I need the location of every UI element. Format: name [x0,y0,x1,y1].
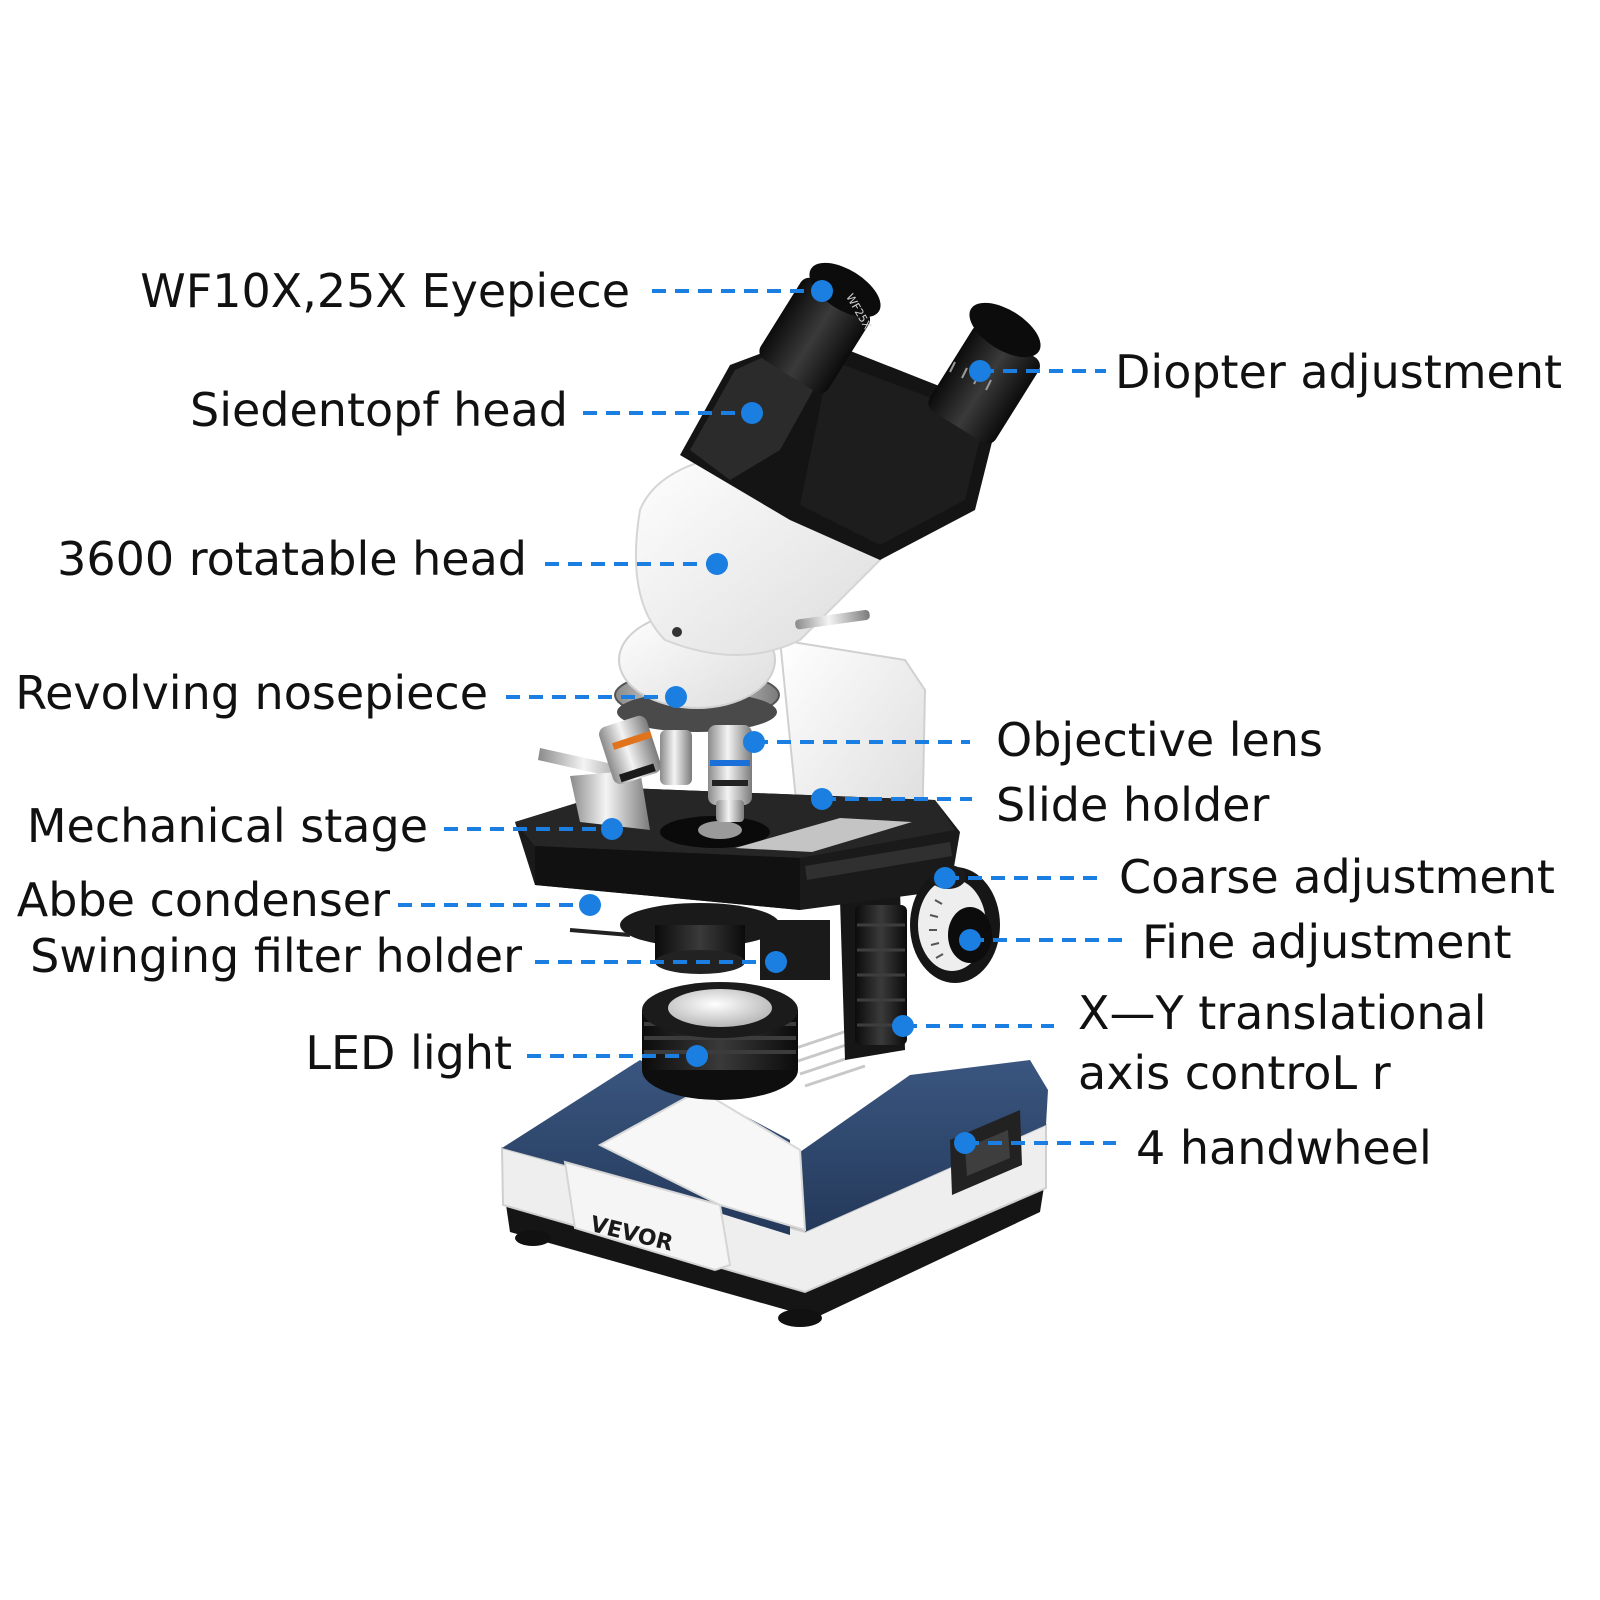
callout-lines [398,289,1124,1145]
label-eyepiece: WF10X,25X Eyepiece [140,264,630,318]
mechanical-stage [515,748,960,910]
label-abbe-condenser: Abbe condenser [16,873,390,927]
callout-dot-rotatable [706,553,728,575]
callout-dot-fine [959,929,981,951]
label-siedentopf-head: Siedentopf head [190,383,568,437]
label-swinging-filter-holder: Swinging filter holder [30,929,522,983]
callout-dot-abbe [579,894,601,916]
label-xy-control-line1: X—Y translational [1078,986,1487,1040]
label-objective-lens: Objective lens [996,713,1323,767]
callout-dot-xy [892,1015,914,1037]
label-mechanical-stage: Mechanical stage [26,799,428,853]
label-xy-control-line2: axis controL r [1078,1046,1391,1100]
callout-dot-handwheel [954,1132,976,1154]
label-slide-holder: Slide holder [996,778,1270,832]
label-fine-adjustment: Fine adjustment [1142,915,1512,969]
callout-dots [579,280,991,1154]
callout-dot-coarse [934,867,956,889]
label-coarse-adjustment: Coarse adjustment [1119,850,1555,904]
callout-dot-siedentopf [741,402,763,424]
callout-dot-filter [765,951,787,973]
callout-dot-diopter [969,360,991,382]
microscope-base: VEVOR [500,1028,1048,1327]
condenser-assembly [569,903,830,980]
callout-dot-eyepiece [811,280,833,302]
callout-dot-led [686,1045,708,1067]
label-diopter-adjustment: Diopter adjustment [1115,345,1563,399]
callout-dot-nosepiece [665,686,687,708]
callout-dot-slide-holder [811,788,833,810]
label-handwheel: 4 handwheel [1136,1121,1432,1175]
callout-dot-mech-stage [601,818,623,840]
led-light-housing [642,982,798,1100]
label-rotatable-head: 3600 rotatable head [57,532,527,586]
callout-dot-objective [743,731,765,753]
label-led-light: LED light [305,1026,512,1080]
eyepiece-left: WF25X [759,262,881,394]
label-revolving-nosepiece: Revolving nosepiece [15,666,488,720]
